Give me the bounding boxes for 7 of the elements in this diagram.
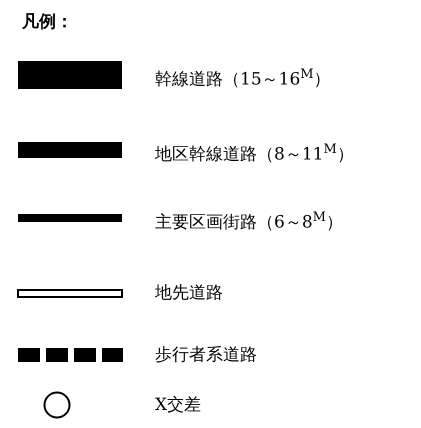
legend-label: 地区幹線道路（8～11$^{M}$） bbox=[155, 141, 354, 165]
legend-label: X交差 bbox=[155, 395, 202, 415]
legend-label: 主要区画街路（6～8$^{M}$） bbox=[155, 209, 343, 233]
legend-label: 地先道路 bbox=[155, 283, 223, 303]
legend-heading: 凡例： bbox=[22, 12, 73, 32]
legend-label: 幹線道路（15～16$^{M}$） bbox=[155, 66, 331, 90]
legend-label: 歩行者系道路 bbox=[155, 345, 257, 365]
